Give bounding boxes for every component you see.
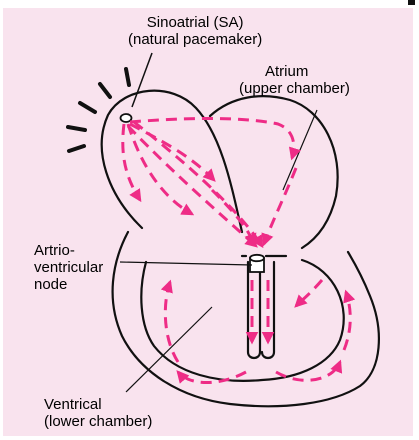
av-node-label: Artrio- ventricular node: [34, 242, 103, 293]
ventricle-label-line1: Ventrical: [44, 396, 152, 413]
corner-mark: [404, 0, 419, 12]
ventricle-label-line2: (lower chamber): [44, 413, 152, 430]
atrium-label-line1: Atrium: [239, 63, 350, 80]
atrium-label-line2: (upper chamber): [239, 80, 350, 97]
diagram-background: [3, 8, 413, 436]
av-node-label-line1: Artrio-: [34, 242, 103, 259]
ventricle-label: Ventrical (lower chamber): [44, 396, 152, 430]
sa-node-label-line1: Sinoatrial (SA): [128, 14, 262, 31]
sa-node: [121, 114, 132, 122]
sa-node-label: Sinoatrial (SA) (natural pacemaker): [128, 14, 262, 48]
sa-node-label-line2: (natural pacemaker): [128, 31, 262, 48]
av-node-label-line2: ventricular: [34, 259, 103, 276]
av-node: [250, 255, 264, 272]
atrium-label: Atrium (upper chamber): [239, 63, 350, 97]
av-node-label-line3: node: [34, 276, 103, 293]
